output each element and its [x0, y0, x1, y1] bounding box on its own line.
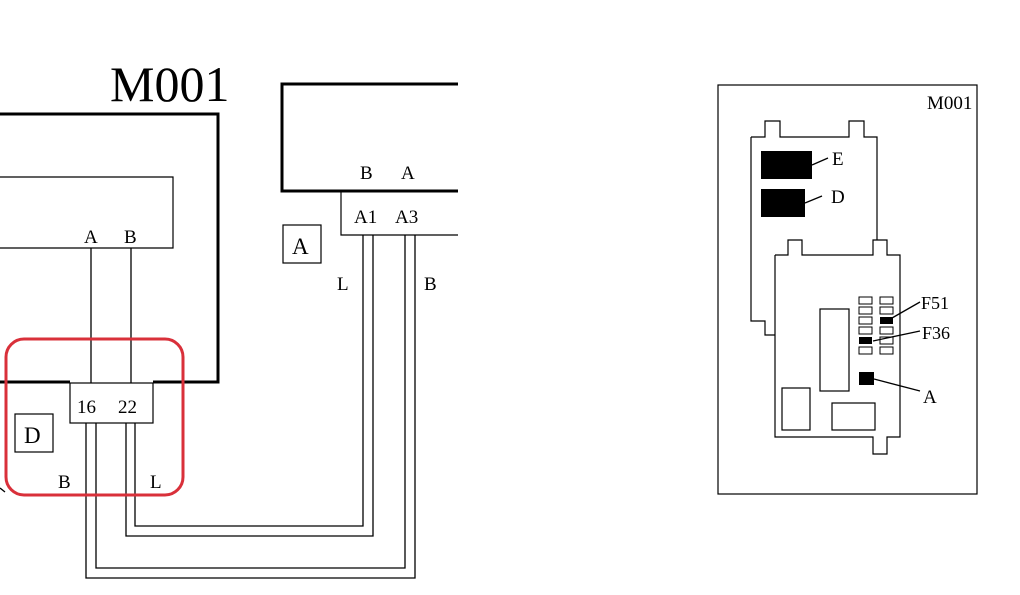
callout-f36-line	[872, 330, 921, 342]
relay-block	[819, 308, 850, 392]
upper-board-outline	[751, 120, 878, 240]
wire-label-b-right: B	[424, 274, 437, 295]
unit-a-top-pin-a: A	[401, 163, 415, 184]
unit-a-top-pin-b: B	[360, 163, 373, 184]
callout-f36: F36	[922, 323, 950, 343]
fuse-f36	[859, 337, 872, 344]
wire-b-outer	[85, 235, 416, 579]
callout-d: D	[831, 187, 845, 208]
wire-b-inner	[95, 235, 406, 569]
wire-label-b-left: B	[58, 472, 71, 493]
lower-board-outline	[774, 239, 901, 455]
harness-wires	[85, 235, 416, 579]
small-component-right	[831, 402, 876, 431]
fuse-slot	[879, 306, 894, 315]
wire-l-inner	[134, 235, 364, 527]
location-view: M001 E D F51 F36 A	[717, 84, 978, 495]
fuse-slot	[858, 326, 873, 335]
fuse-slot	[858, 296, 873, 305]
location-frame	[717, 84, 978, 495]
callout-f51: F51	[921, 293, 949, 313]
connector-d-block	[761, 189, 805, 217]
connector-d	[69, 382, 154, 424]
wire-label-l-right: L	[337, 274, 349, 295]
connector-a-tag-label: A	[292, 234, 309, 259]
callout-f51-line	[891, 301, 921, 319]
fuse-slot	[858, 346, 873, 355]
fuse-f51	[880, 317, 893, 324]
fuse-slot	[879, 326, 894, 335]
cropped-wire-stub	[0, 487, 6, 493]
connector-pin-a1: A1	[354, 207, 377, 228]
fuse-slot	[879, 346, 894, 355]
location-title: M001	[927, 93, 972, 114]
callout-e: E	[832, 149, 844, 170]
callout-a-line	[873, 378, 921, 392]
fuse-slot	[879, 336, 894, 345]
small-component-left	[781, 387, 811, 431]
callout-e-line	[811, 157, 829, 166]
fuse-slot	[858, 316, 873, 325]
connector-d-tag	[14, 413, 54, 453]
module-title: M001	[110, 56, 229, 112]
upper-board-outline-left	[750, 137, 775, 336]
callout-d-line	[804, 195, 823, 204]
connector-e-block	[761, 151, 812, 179]
highlight-box	[4, 337, 185, 497]
unit-a-schematic: B A A1 A3 A L B	[280, 82, 458, 295]
fuse-grid	[858, 296, 894, 355]
connector-a	[340, 192, 458, 236]
wire-label-l-left: L	[150, 472, 162, 493]
inner-block	[0, 176, 174, 249]
inner-pin-a-label: A	[84, 227, 98, 248]
unit-a-outline	[280, 82, 458, 193]
connector-pin-16: 16	[77, 397, 96, 418]
connector-a-tag	[282, 224, 322, 264]
connector-d-tag-label: D	[24, 423, 41, 448]
connector-pin-22: 22	[118, 397, 137, 418]
fuse-slot	[879, 296, 894, 305]
inner-pin-b-label: B	[124, 227, 137, 248]
connector-pin-a3: A3	[395, 207, 418, 228]
callout-a: A	[923, 387, 937, 408]
fuse-slot	[858, 306, 873, 315]
wire-l-outer	[125, 235, 374, 537]
connector-a-block	[859, 372, 874, 385]
module-m001-schematic: M001 A B 16 22 D B L	[0, 56, 229, 493]
module-outline	[0, 112, 220, 384]
